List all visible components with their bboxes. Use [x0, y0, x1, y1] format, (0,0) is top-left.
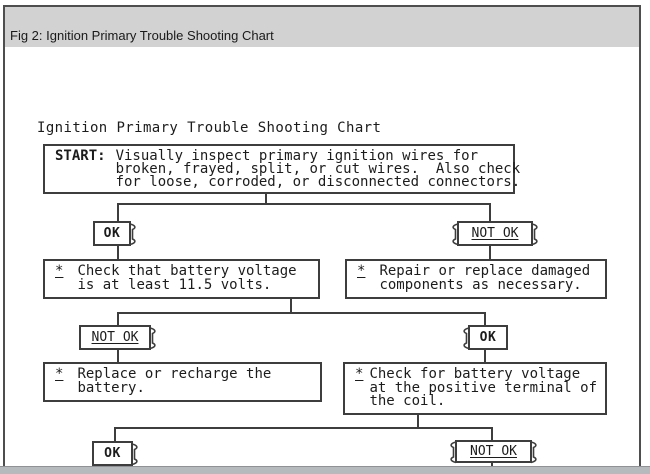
tag-curl-icon	[530, 440, 537, 463]
footnote-marker: *	[357, 263, 366, 279]
connector-branch-3	[114, 427, 493, 429]
connector-ok3-top	[114, 427, 116, 442]
bottom-strip	[0, 466, 650, 474]
connector-notok1-bottom	[489, 244, 491, 260]
tag-curl-icon	[149, 326, 156, 349]
connector-notok2-bottom	[117, 348, 119, 363]
box-check-coil-voltage: * Check for battery voltage at the posit…	[343, 362, 607, 415]
footnote-marker: *	[355, 366, 364, 382]
box-repair-components: * Repair or replace damaged components a…	[345, 259, 607, 299]
chart-title: Ignition Primary Trouble Shooting Chart	[37, 120, 382, 136]
tag-curl-icon	[129, 222, 136, 245]
connector-box1-down	[290, 297, 292, 314]
tag-not-ok-2: NOT OK	[79, 325, 156, 350]
connector-branch-2	[117, 312, 486, 314]
box-replace-battery: * Replace or recharge the battery.	[43, 362, 322, 402]
connector-notok1-top	[489, 203, 491, 222]
tag-curl-icon	[452, 222, 459, 245]
box-check-battery-voltage: * Check that battery voltage is at least…	[43, 259, 320, 299]
connector-box4-down	[417, 413, 419, 429]
window-title-bar[interactable]: Fig 2: Ignition Primary Trouble Shooting…	[5, 7, 639, 47]
connector-ok2-bottom	[484, 348, 486, 363]
start-label: START:	[55, 148, 106, 164]
connector-start-down	[265, 192, 267, 205]
connector-notok3-bottom	[491, 461, 493, 467]
tag-ok-2: OK	[463, 325, 508, 350]
tag-curl-icon	[463, 326, 470, 349]
start-text: Visually inspect primary ignition wires …	[115, 148, 521, 190]
footnote-marker: *	[55, 366, 64, 382]
start-box: START: Visually inspect primary ignition…	[43, 144, 520, 194]
tag-curl-icon	[131, 442, 138, 465]
tag-ok-3: OK	[92, 441, 138, 466]
connector-notok3-top	[491, 427, 493, 441]
tag-curl-icon	[450, 440, 457, 463]
connector-notok2-top	[117, 312, 119, 326]
connector-ok1-top	[117, 203, 119, 222]
footnote-marker: *	[55, 263, 64, 279]
tag-ok-1: OK	[93, 221, 136, 246]
window-title: Fig 2: Ignition Primary Trouble Shooting…	[10, 28, 274, 43]
connector-ok2-top	[484, 312, 486, 326]
tag-curl-icon	[531, 222, 538, 245]
connector-branch-1	[117, 203, 491, 205]
tag-not-ok-3: NOT OK	[450, 440, 537, 463]
tag-not-ok-1: NOT OK	[452, 221, 538, 246]
connector-ok1-bottom	[117, 244, 119, 260]
